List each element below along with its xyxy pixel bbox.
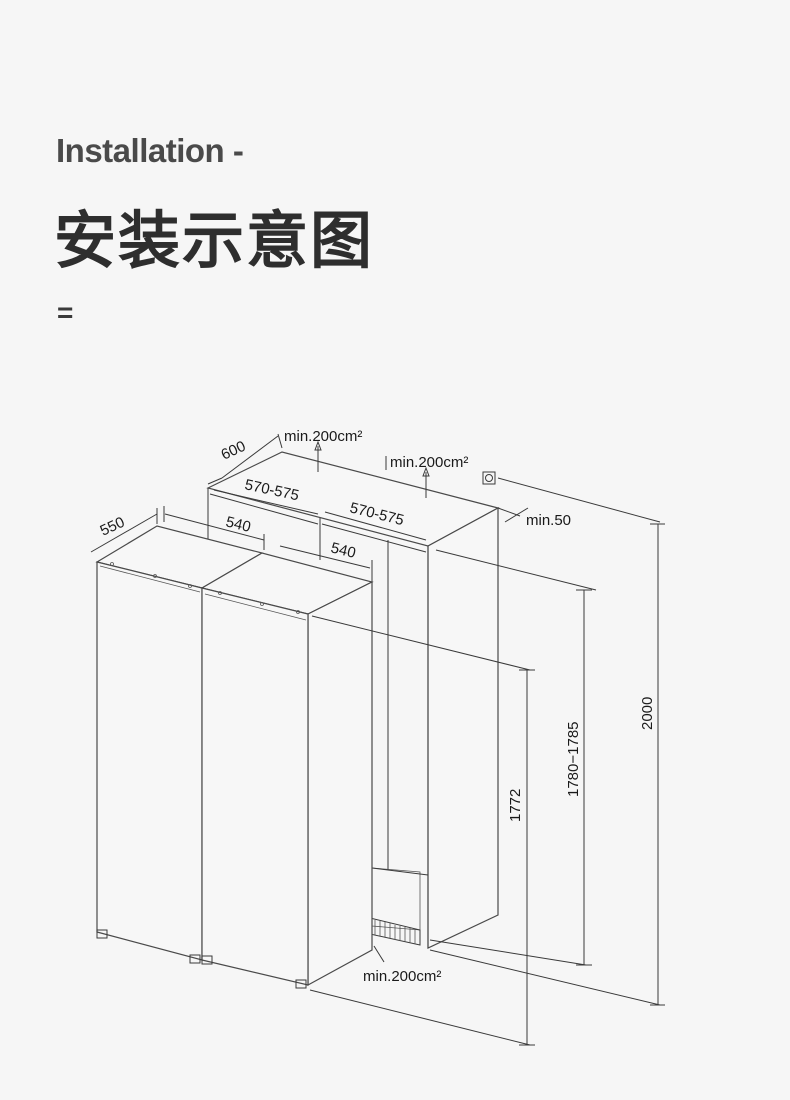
label-unit-width-540-right: 540	[329, 539, 357, 562]
separator-mark: =	[57, 297, 74, 328]
appliance-left-front	[96, 561, 203, 961]
label-vent-bottom: min.200cm²	[363, 968, 441, 985]
bottom-vent-grille	[369, 917, 421, 946]
label-height-1780-1785: 1780−1785	[565, 722, 582, 798]
appliance-right-front	[201, 587, 309, 986]
appliance-left	[95, 525, 264, 964]
top-vent-hole	[482, 471, 496, 485]
title-english: Installation -	[56, 132, 244, 169]
label-gap-min50: min.50	[526, 512, 571, 529]
appliance-right	[200, 552, 374, 989]
dimension-lines	[90, 433, 665, 1046]
label-vent-top-right: min.200cm²	[390, 454, 468, 471]
cabinet-niche	[206, 451, 500, 949]
label-vent-top-left: min.200cm²	[284, 428, 362, 445]
label-unit-width-540-left: 540	[224, 513, 252, 536]
appliance-right-side	[307, 581, 373, 987]
label-height-1772: 1772	[507, 789, 524, 822]
cabinet-right-side	[427, 506, 499, 949]
label-height-2000: 2000	[639, 697, 656, 730]
label-unit-width-550: 550	[98, 514, 128, 540]
label-depth-600: 600	[219, 438, 249, 464]
title-chinese: 安装示意图	[54, 204, 375, 277]
